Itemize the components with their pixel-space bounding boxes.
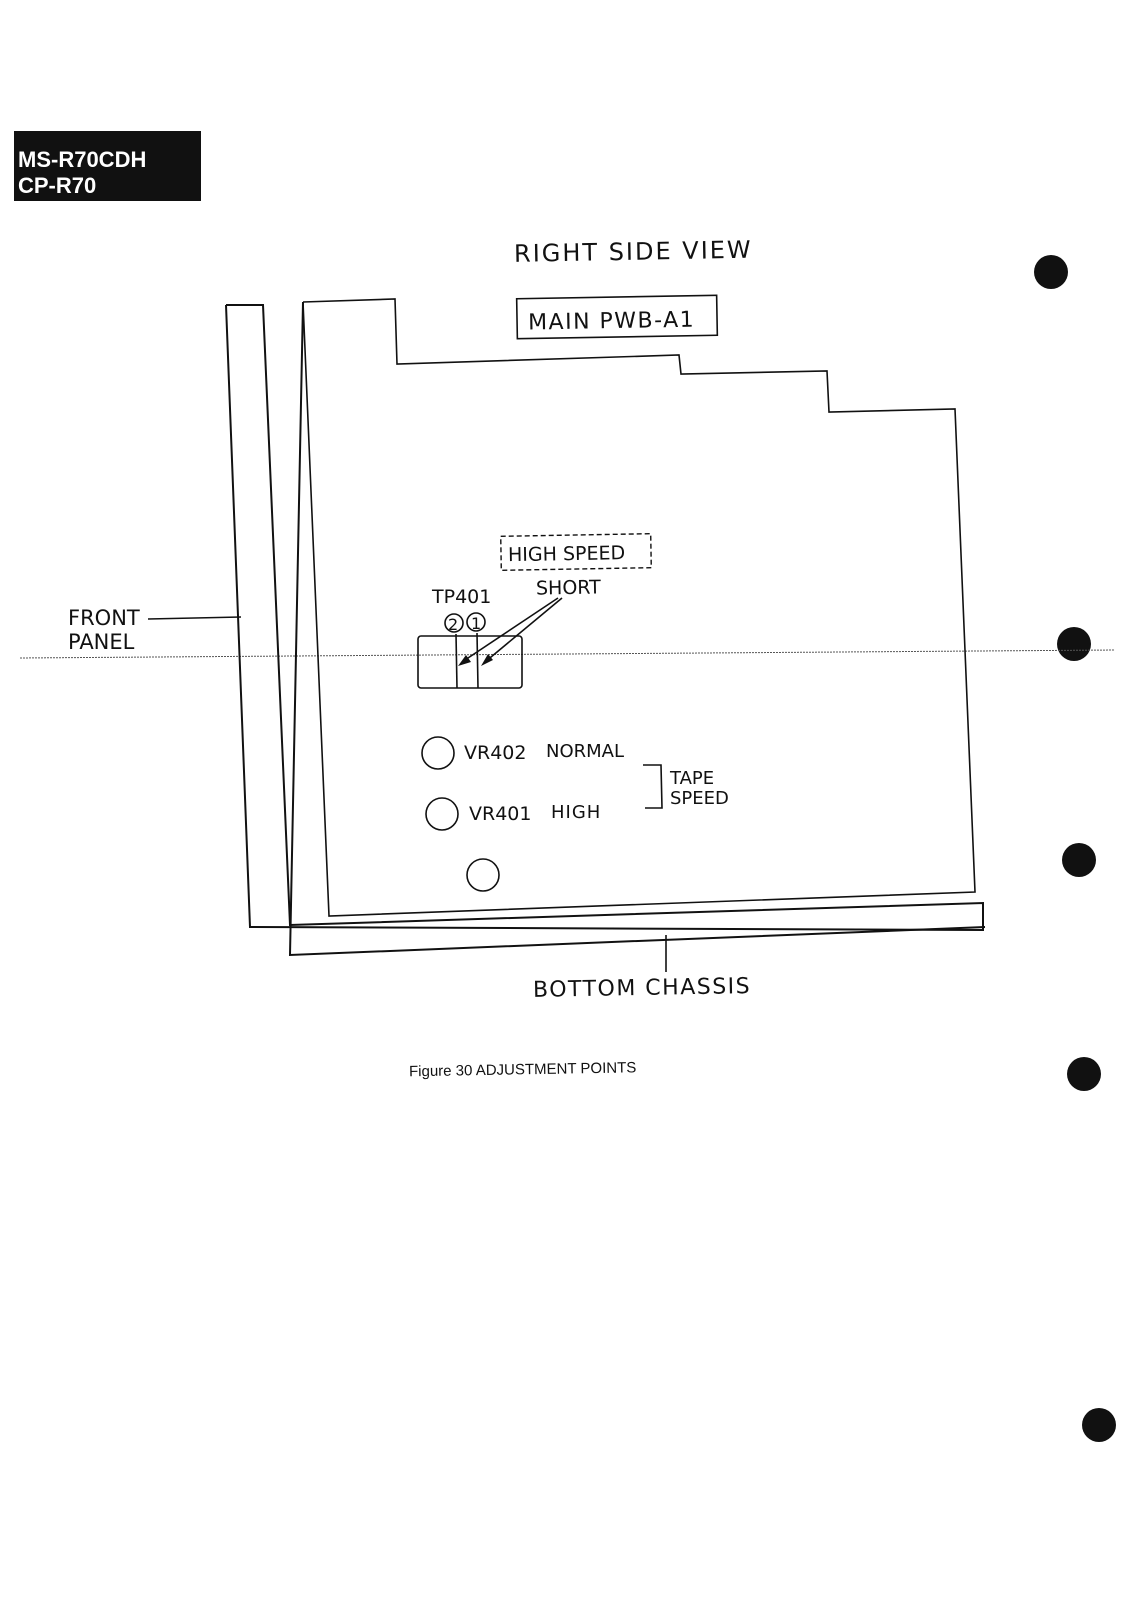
binder-holes [1034,255,1116,1442]
high-speed-frame [500,532,652,572]
binder-hole [1067,1057,1101,1091]
test-point-label: TP401 [431,586,491,608]
tp401-pin-1-lead [476,632,479,689]
binder-hole [1062,843,1096,877]
binder-hole [1057,627,1091,661]
front-panel-outline [225,304,984,932]
short-arrow [484,597,563,663]
board-label-frame [515,294,719,340]
tp401-pin-2-label: 2 [448,615,458,634]
tape-speed-label-line-2: SPEED [670,788,729,809]
model-badge: MS-R70CDH CP-R70 [14,131,201,201]
figure-caption: Figure 30 ADJUSTMENT POINTS [409,1059,637,1080]
tape-speed-bracket [643,764,663,809]
binder-hole [1034,255,1068,289]
tp401-pin-2-lead [455,633,458,689]
board-label: MAIN PWB-A1 [528,308,696,336]
short-arrow [461,597,559,663]
unlabeled-adjustment-marker [466,858,500,892]
view-title: RIGHT SIDE VIEW [514,236,753,268]
tp401-connector [417,635,523,689]
front-panel-label: FRONT PANEL [68,606,146,654]
binder-hole [1082,1408,1116,1442]
short-arrowhead [481,654,493,666]
tp401-pin-1-marker [466,612,486,632]
front-panel-label-line-1: FRONT [68,606,140,630]
vr402-mode-label: NORMAL [546,741,624,762]
high-speed-label: HIGH SPEED [508,542,625,566]
tape-speed-label-line-1: TAPE [669,768,714,789]
vr401-marker [425,797,459,831]
short-arrowhead [458,655,471,666]
tp401-pin-2-marker [444,613,464,633]
vr402-label: VR402 [464,742,526,764]
vr402-marker [421,736,455,770]
front-panel-leader [147,616,242,620]
center-reference-line [19,649,1116,659]
tp401-pin-1-label: 1 [471,614,481,633]
tape-speed-label: TAPE SPEED [669,768,729,809]
short-label: SHORT [536,576,601,599]
front-panel-label-line-2: PANEL [68,630,135,654]
bottom-chassis-outline [288,301,986,957]
bottom-chassis-label: BOTTOM CHASSIS [533,974,752,1003]
main-pwb-outline [302,298,976,917]
vr401-mode-label: HIGH [551,802,601,823]
model-number-primary: MS-R70CDH [18,147,147,172]
model-number-secondary: CP-R70 [18,173,97,198]
vr401-label: VR401 [469,803,531,825]
